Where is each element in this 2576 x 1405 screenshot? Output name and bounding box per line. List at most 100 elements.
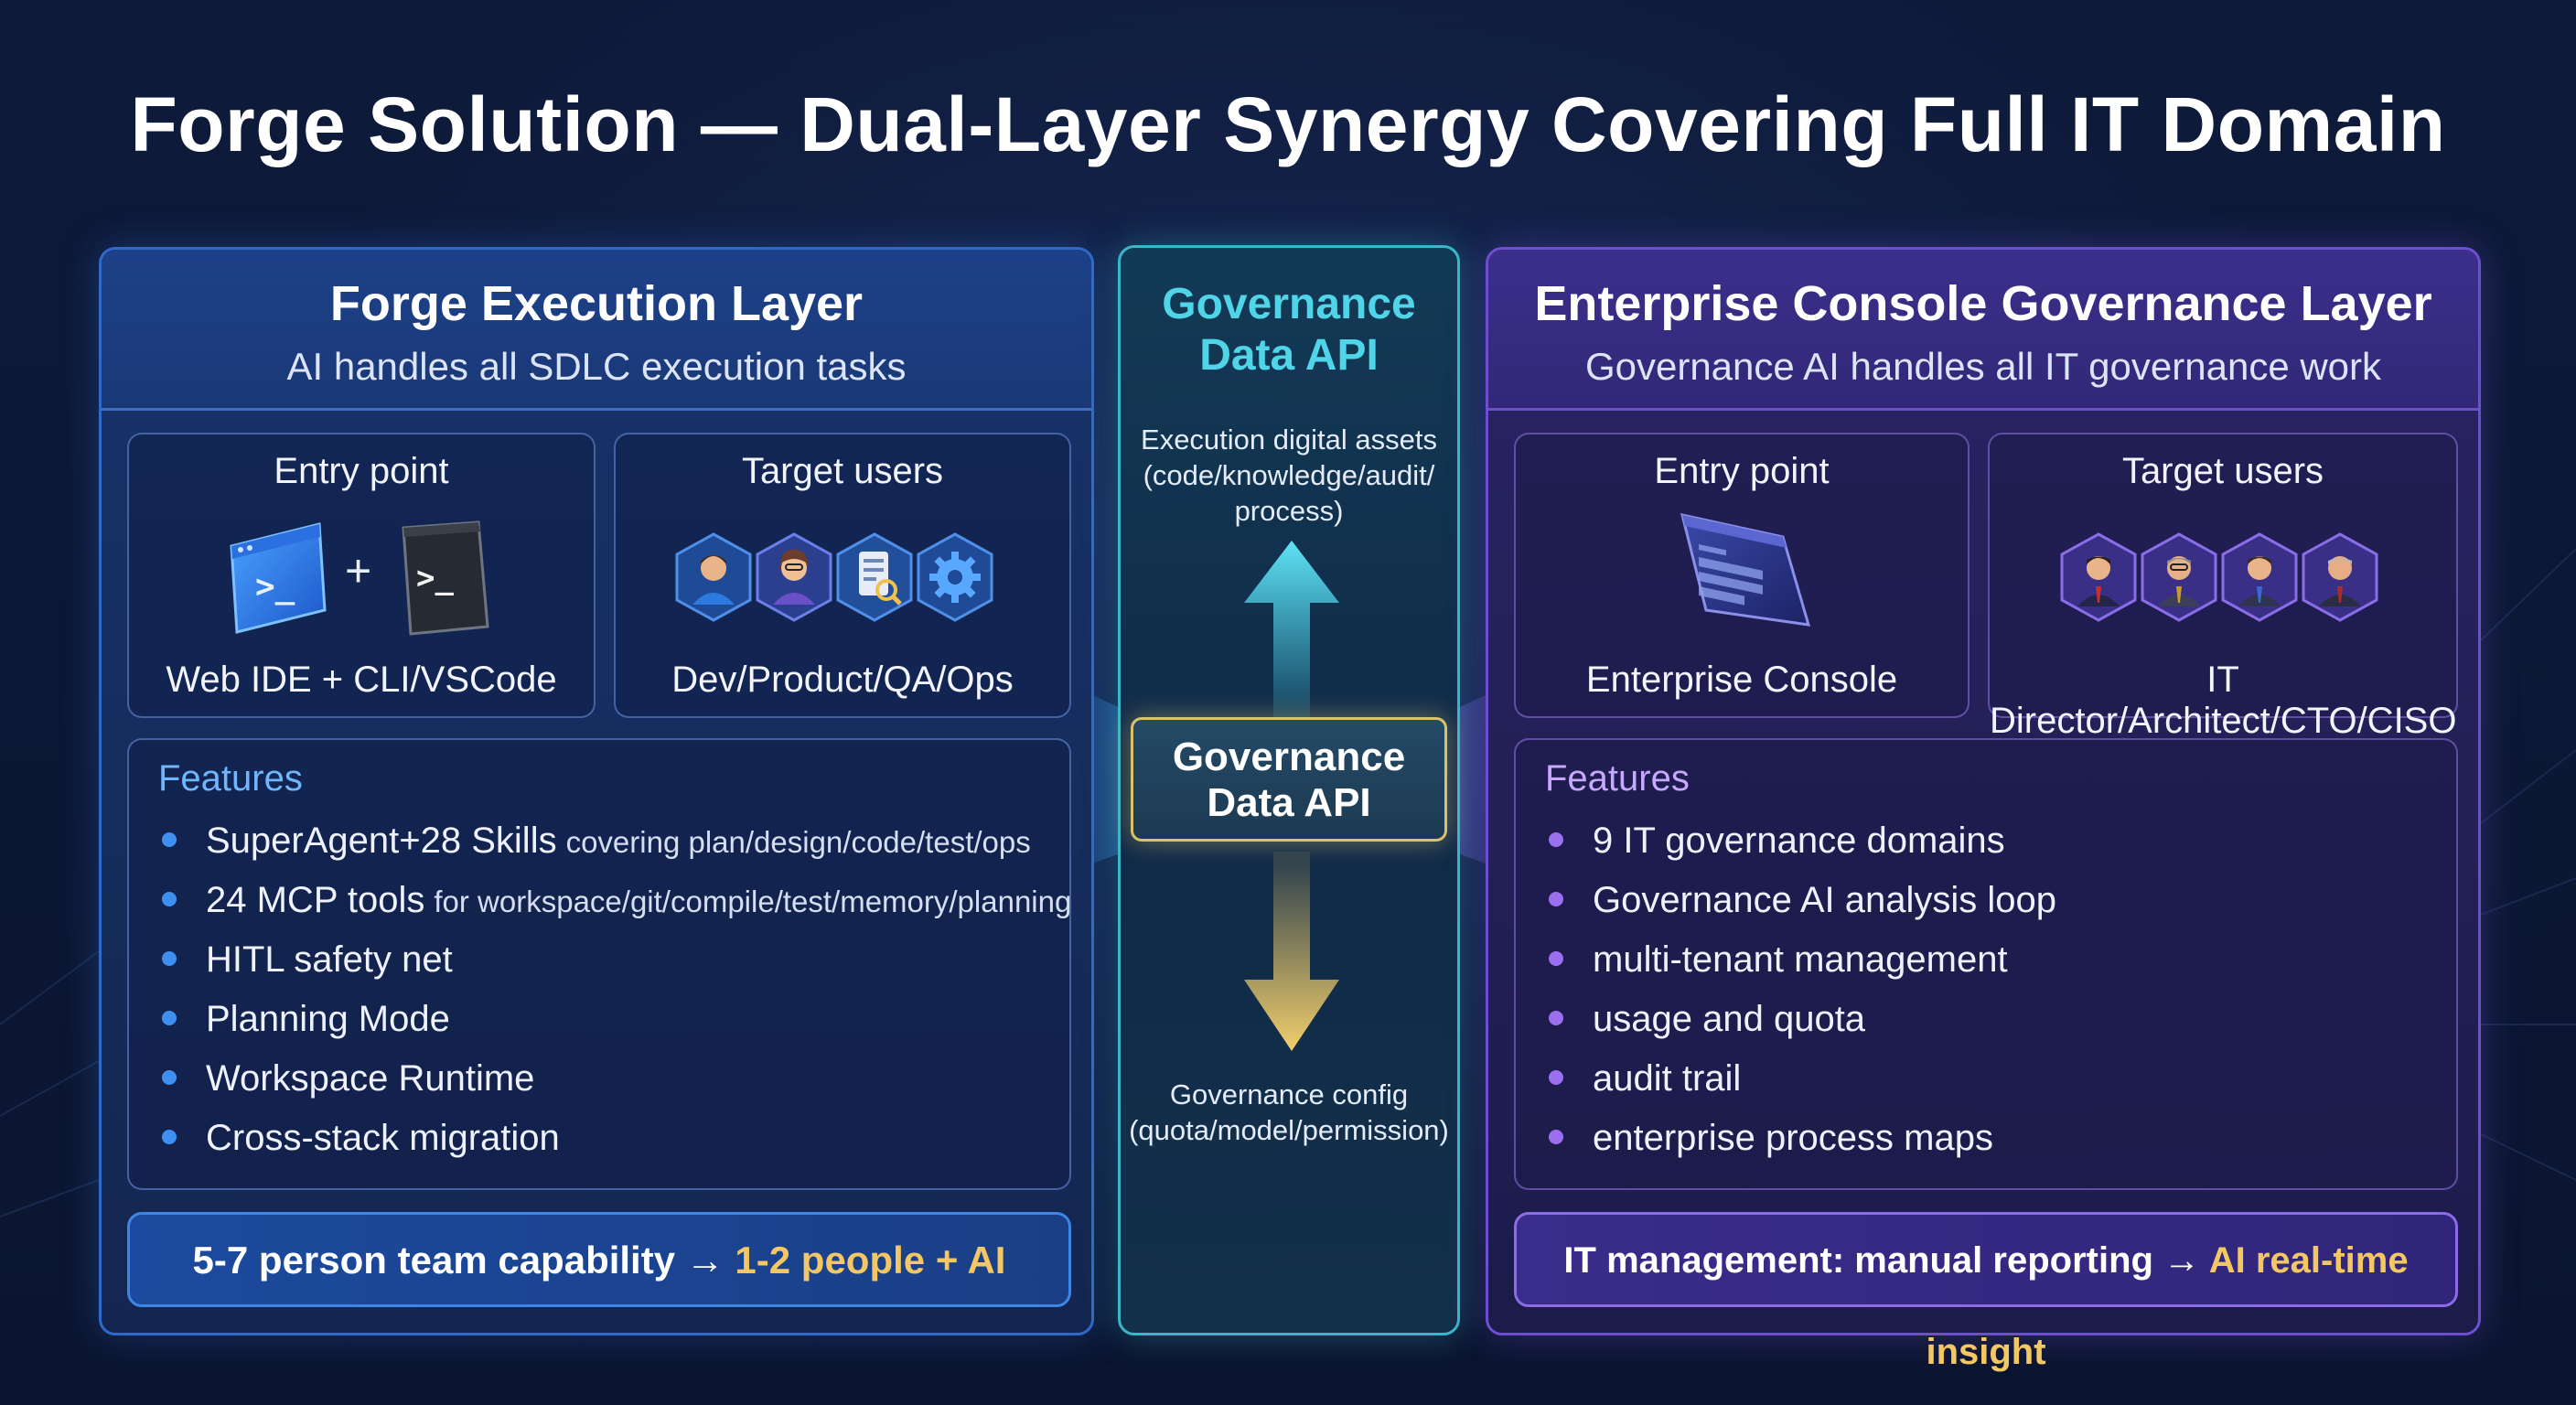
- up-label-line: Execution digital assets: [1141, 424, 1437, 456]
- feature-item: audit trail: [1549, 1058, 2056, 1118]
- bullet-dot: [162, 832, 177, 847]
- feature-text: multi-tenant management: [1593, 939, 2008, 980]
- feature-item: Workspace Runtime: [162, 1058, 1071, 1118]
- features-list: 9 IT governance domains Governance AI an…: [1549, 820, 2056, 1177]
- api-box-line1: Governance: [1172, 735, 1406, 779]
- it-director-icon: [2060, 532, 2137, 622]
- feature-item: multi-tenant management: [1549, 939, 2056, 999]
- bullet-dot: [162, 1070, 177, 1085]
- feature-text: Workspace Runtime: [206, 1058, 535, 1099]
- feature-item: Cross-stack migration: [162, 1118, 1071, 1177]
- bullet-dot: [162, 1130, 177, 1144]
- bullet-dot: [162, 951, 177, 966]
- feature-item: 9 IT governance domains: [1549, 820, 2056, 880]
- ciso-icon: [2302, 532, 2378, 622]
- feature-item: HITL safety net: [162, 939, 1071, 999]
- left-bottom-summary: 5-7 person team capability → 1-2 people …: [127, 1212, 1071, 1307]
- down-label-line: (quota/model/permission): [1129, 1114, 1449, 1146]
- cto-icon: [2221, 532, 2298, 622]
- features-title: Features: [158, 758, 303, 799]
- entry-point-caption: Web IDE + CLI/VSCode: [166, 660, 557, 700]
- product-icon: [756, 532, 832, 622]
- bullet-dot: [162, 1011, 177, 1025]
- target-users-label: Target users: [741, 451, 944, 491]
- feature-detail: covering plan/design/code/test/ops: [565, 825, 1031, 859]
- target-users-caption: IT Director/Architect/CTO/CISO: [1990, 660, 2457, 741]
- feature-text: Cross-stack migration: [206, 1118, 560, 1158]
- up-arrow-icon: [1244, 541, 1339, 722]
- center-title: Governance Data API: [1121, 279, 1457, 381]
- left-entry-point-card: Entry point >_ + >_ Web IDE + CLI/VSCode: [127, 433, 596, 718]
- summary-prefix: 5-7 person team capability →: [192, 1239, 724, 1282]
- qa-icon: [836, 532, 913, 622]
- bullet-dot: [1549, 1070, 1563, 1085]
- down-label-line: Governance config: [1169, 1078, 1409, 1110]
- ops-gear-icon: [917, 532, 993, 622]
- center-title-line1: Governance: [1162, 280, 1416, 328]
- center-title-line2: Data API: [1199, 331, 1379, 380]
- user-role-icons: [675, 532, 993, 622]
- right-bottom-summary: IT management: manual reporting → AI rea…: [1514, 1212, 2458, 1372]
- entry-point-caption: Enterprise Console: [1585, 660, 1898, 700]
- feature-item: usage and quota: [1549, 999, 2056, 1058]
- entry-point-label: Entry point: [1654, 451, 1830, 491]
- left-panel-subtitle: AI handles all SDLC execution tasks: [286, 345, 907, 388]
- right-features-card: Features 9 IT governance domains Governa…: [1514, 738, 2458, 1190]
- bullet-dot: [1549, 951, 1563, 966]
- summary-highlight: 1-2 people + AI: [735, 1239, 1006, 1282]
- right-entry-point-card: Entry point Enterprise Console: [1514, 433, 1970, 718]
- executive-role-icons: [2060, 532, 2378, 622]
- bullet-dot: [1549, 1011, 1563, 1025]
- up-label-line: process): [1234, 495, 1344, 527]
- terminal-icon: >_: [400, 519, 491, 642]
- feature-text: enterprise process maps: [1593, 1118, 1993, 1158]
- feature-text: SuperAgent+28 Skills: [206, 820, 557, 861]
- page-title: Forge Solution — Dual-Layer Synergy Cove…: [130, 81, 2446, 167]
- target-users-caption: Dev/Product/QA/Ops: [671, 660, 1014, 700]
- architect-icon: [2141, 532, 2217, 622]
- feature-text: 24 MCP tools: [206, 880, 425, 920]
- console-screen-icon: [1680, 513, 1811, 627]
- bullet-dot: [162, 892, 177, 906]
- bullet-dot: [1549, 1130, 1563, 1144]
- upward-flow-label: Execution digital assets (code/knowledge…: [1121, 422, 1457, 529]
- enterprise-console-governance-layer-panel: Enterprise Console Governance Layer Gove…: [1486, 247, 2481, 1372]
- left-panel-header: Forge Execution Layer AI handles all SDL…: [102, 250, 1091, 411]
- feature-item: Planning Mode: [162, 999, 1071, 1058]
- feature-item: enterprise process maps: [1549, 1118, 2056, 1177]
- feature-detail: for workspace/git/compile/test/memory/pl…: [434, 885, 1072, 918]
- bullet-dot: [1549, 892, 1563, 906]
- right-panel-header: Enterprise Console Governance Layer Gove…: [1488, 250, 2478, 411]
- plus-sign: +: [345, 545, 372, 596]
- right-panel-title: Enterprise Console Governance Layer: [1534, 276, 2432, 331]
- svg-text:>_: >_: [255, 568, 295, 606]
- summary-highlight: AI real-time insight: [1926, 1240, 2409, 1372]
- feature-text: Planning Mode: [206, 999, 450, 1039]
- developer-icon: [675, 532, 752, 622]
- target-users-label: Target users: [2121, 451, 2324, 491]
- feature-item: Governance AI analysis loop: [1549, 880, 2056, 939]
- feature-text: 9 IT governance domains: [1593, 820, 2005, 861]
- governance-data-api-box: Governance Data API: [1131, 717, 1447, 842]
- feature-text: Governance AI analysis loop: [1593, 880, 2056, 920]
- left-target-users-card: Target users: [614, 433, 1071, 718]
- summary-prefix: IT management: manual reporting →: [1563, 1240, 2201, 1281]
- up-label-line: (code/knowledge/audit/: [1143, 459, 1435, 491]
- api-box-line2: Data API: [1207, 780, 1371, 825]
- feature-text: audit trail: [1593, 1058, 1742, 1099]
- right-panel-subtitle: Governance AI handles all IT governance …: [1584, 345, 2382, 388]
- feature-text: HITL safety net: [206, 939, 453, 980]
- left-panel-title: Forge Execution Layer: [329, 276, 864, 331]
- entry-point-label: Entry point: [274, 451, 449, 491]
- feature-text: usage and quota: [1593, 999, 1866, 1039]
- downward-flow-label: Governance config (quota/model/permissio…: [1121, 1077, 1457, 1148]
- features-title: Features: [1545, 758, 1690, 799]
- bullet-dot: [1549, 832, 1563, 847]
- feature-item: 24 MCP tools for workspace/git/compile/te…: [162, 880, 1071, 939]
- web-ide-icon: >_: [228, 519, 328, 642]
- forge-execution-layer-panel: Forge Execution Layer AI handles all SDL…: [99, 247, 1094, 1335]
- svg-text:>_: >_: [416, 560, 454, 596]
